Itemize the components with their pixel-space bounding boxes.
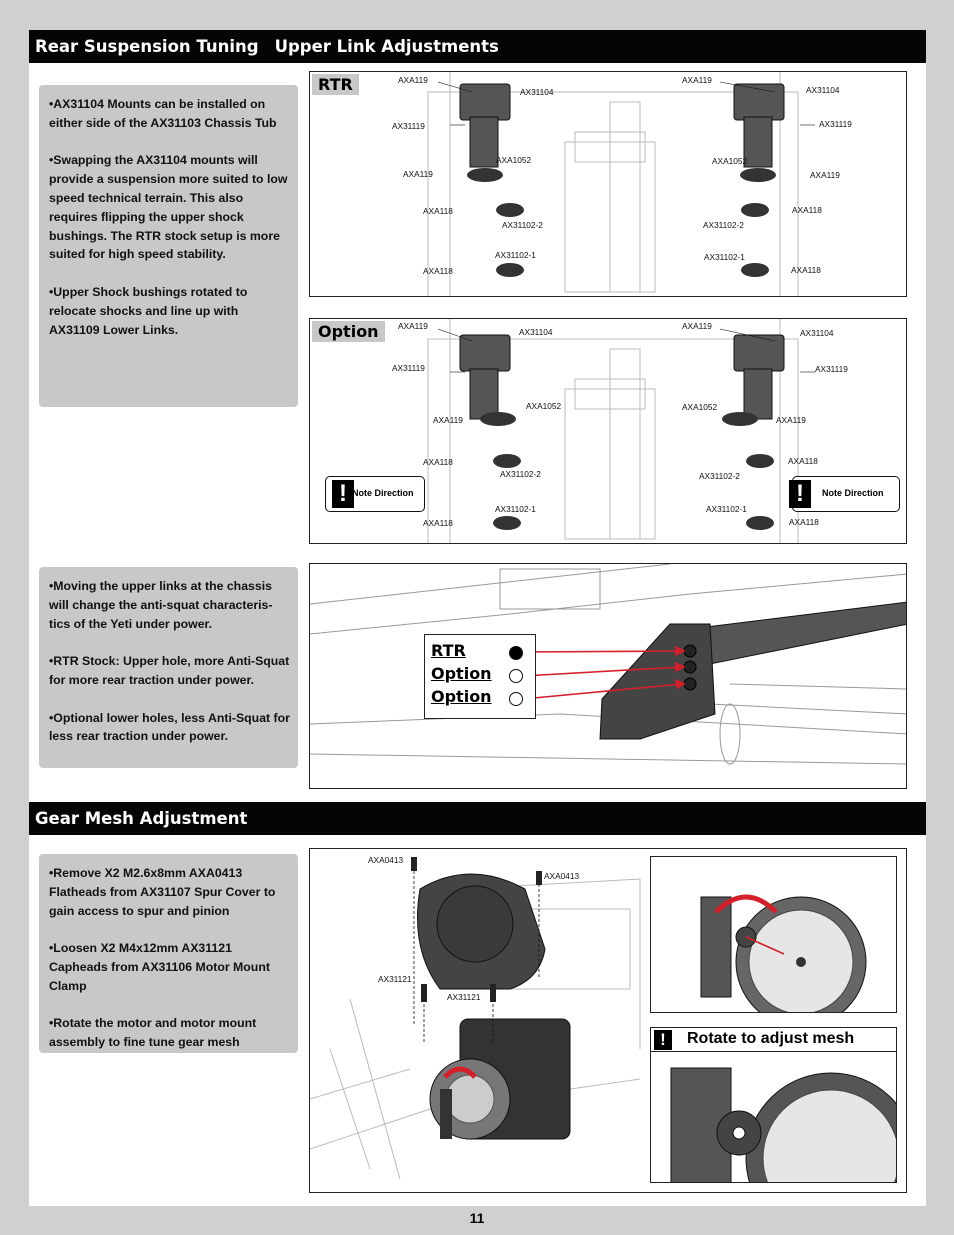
legend-option-label: Option <box>431 687 492 706</box>
label-axa118: AXA118 <box>423 206 453 216</box>
label-axa119: AXA119 <box>433 415 463 425</box>
option-tag: Option <box>312 321 385 342</box>
label-axa119: AXA119 <box>398 75 428 85</box>
label-axa1052: AXA1052 <box>496 155 532 165</box>
open-circle-icon <box>509 692 523 706</box>
label-ax31102-2: AX31102-2 <box>699 471 740 481</box>
note-paragraph: •Swapping the AX31104 mounts will provid… <box>49 153 288 262</box>
note-gear-mesh: •Remove X2 M2.6x8mm AXA0413 Flatheads fr… <box>39 854 298 1053</box>
warning-icon: ! <box>789 480 811 508</box>
rotate-mesh-inset: ! Rotate to adjust mesh <box>650 1027 897 1183</box>
section-header-rear-suspension: Rear Suspension Tuning Upper Link Adjustm… <box>29 30 926 63</box>
label-ax31104: AX31104 <box>520 87 554 97</box>
rtr-tag: RTR <box>312 74 359 95</box>
rtr-diagram-panel: RTR AXA119 AX31104 AX31119 AXA1052 AXA11… <box>309 71 907 297</box>
label-axa1052: AXA1052 <box>682 402 718 412</box>
label-ax31102-2: AX31102-2 <box>500 469 541 479</box>
section-title: Gear Mesh Adjustment <box>35 809 248 828</box>
label-axa119: AXA119 <box>403 169 433 179</box>
label-axa0413: AXA0413 <box>368 855 404 865</box>
rotate-instruction: Rotate to adjust mesh <box>687 1030 855 1047</box>
section-header-gear-mesh: Gear Mesh Adjustment <box>29 802 926 835</box>
label-axa1052: AXA1052 <box>526 401 562 411</box>
label-ax31102-1: AX31102-1 <box>495 504 536 514</box>
warning-note-direction-right: ! Note Direction <box>789 476 900 512</box>
label-axa118: AXA118 <box>792 205 822 215</box>
label-ax31102-1: AX31102-1 <box>495 250 536 260</box>
warning-text: Note Direction <box>352 488 414 498</box>
legend-rtr-label: RTR <box>431 641 466 660</box>
label-ax31119: AX31119 <box>815 364 848 374</box>
open-circle-icon <box>509 669 523 683</box>
label-ax31121: AX31121 <box>378 974 412 984</box>
label-ax31102-1: AX31102-1 <box>704 252 745 262</box>
motor-assembly-illustration <box>310 857 641 1180</box>
label-axa118: AXA118 <box>423 266 453 276</box>
chassis-link-illustration <box>310 564 906 765</box>
label-axa119: AXA119 <box>776 415 806 425</box>
warning-icon: ! <box>332 480 354 508</box>
label-ax31104: AX31104 <box>806 85 840 95</box>
label-ax31119: AX31119 <box>392 121 425 131</box>
legend-option-label: Option <box>431 664 492 683</box>
section-subtitle: Upper Link Adjustments <box>274 37 499 56</box>
option-diagram-panel: Option AXA119 AX31104 AX31119 AXA1052 AX… <box>309 318 907 544</box>
label-axa118: AXA118 <box>423 457 453 467</box>
warning-note-direction-left: ! Note Direction <box>325 476 425 512</box>
note-paragraph: •AX31104 Mounts can be installed on eith… <box>49 97 277 130</box>
link-position-legend: RTR Option Option <box>424 634 536 719</box>
label-axa1052: AXA1052 <box>712 156 748 166</box>
note-anti-squat: •Moving the upper links at the chassis w… <box>39 567 298 768</box>
label-ax31119: AX31119 <box>392 363 425 373</box>
label-axa118: AXA118 <box>791 265 821 275</box>
warning-icon: ! <box>654 1030 672 1050</box>
note-paragraph: •Moving the upper links at the chassis w… <box>49 579 273 631</box>
label-ax31104: AX31104 <box>519 327 553 337</box>
rotate-warning-header: ! Rotate to adjust mesh <box>651 1028 896 1052</box>
gear-mesh-panel: AXA0413 AXA0413 AX31121 AX31121 <box>309 848 907 1193</box>
filled-circle-icon <box>509 646 523 660</box>
label-axa119: AXA119 <box>682 75 712 85</box>
label-axa119: AXA119 <box>810 170 840 180</box>
spur-pinion-illustration <box>700 894 867 1012</box>
warning-text: Note Direction <box>822 488 884 498</box>
rtr-suspension-illustration <box>427 72 815 296</box>
section-title: Rear Suspension Tuning <box>35 37 259 56</box>
option-suspension-illustration <box>427 319 815 543</box>
label-axa119: AXA119 <box>398 321 428 331</box>
note-paragraph: •Loosen X2 M4x12mm AX31121 Capheads from… <box>49 941 270 993</box>
label-ax31102-2: AX31102-2 <box>502 220 543 230</box>
manual-page: Rear Suspension Tuning Upper Link Adjustm… <box>29 30 926 1206</box>
note-mount-swap: •AX31104 Mounts can be installed on eith… <box>39 85 298 407</box>
note-paragraph: •RTR Stock: Upper hole, more Anti-Squat … <box>49 654 290 687</box>
gear-mesh-inset <box>650 856 897 1013</box>
label-axa118: AXA118 <box>423 518 453 528</box>
note-paragraph: •Remove X2 M2.6x8mm AXA0413 Flatheads fr… <box>49 866 276 918</box>
label-axa119: AXA119 <box>682 321 712 331</box>
label-axa118: AXA118 <box>789 517 819 527</box>
label-ax31102-2: AX31102-2 <box>703 220 744 230</box>
page-number: 11 <box>469 1210 485 1226</box>
label-ax31119: AX31119 <box>819 119 852 129</box>
label-axa0413: AXA0413 <box>544 871 580 881</box>
label-axa118: AXA118 <box>788 456 818 466</box>
pinion-closeup-illustration <box>670 1067 896 1182</box>
label-ax31102-1: AX31102-1 <box>706 504 747 514</box>
note-paragraph: •Rotate the motor and motor mount assemb… <box>49 1016 257 1050</box>
label-ax31121: AX31121 <box>447 992 481 1002</box>
anti-squat-panel: RTR Option Option <box>309 563 907 789</box>
label-ax31104: AX31104 <box>800 328 834 338</box>
note-paragraph: •Upper Shock bushings rotated to relocat… <box>49 284 248 337</box>
note-paragraph: •Optional lower holes, less Anti-Squat f… <box>49 710 290 744</box>
